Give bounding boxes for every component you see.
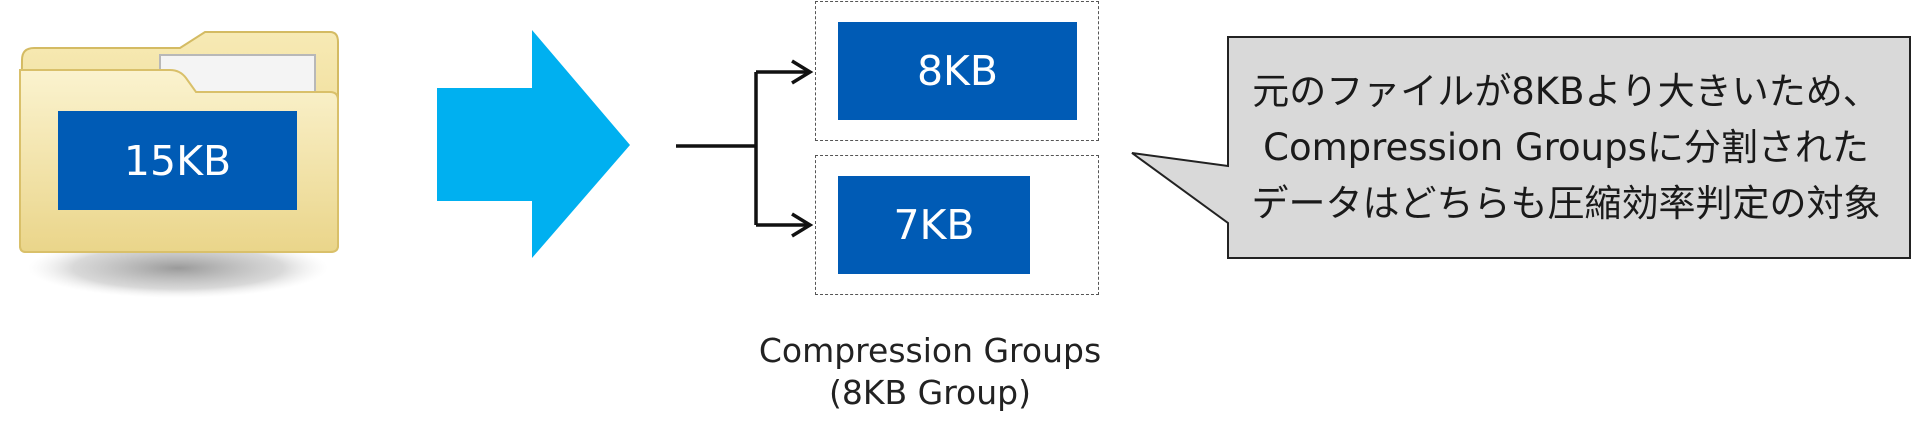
callout-line-2: Compression Groupsに分割された	[1263, 126, 1869, 169]
compression-group-box	[815, 155, 1099, 295]
chunk-7kb-box: 7KB	[838, 176, 1030, 274]
chunk-8kb-box: 8KB	[838, 22, 1077, 120]
big-arrow-icon	[437, 30, 630, 258]
caption-line-1: Compression Groups	[758, 331, 1102, 370]
callout-line-1: 元のファイルが8KBより大きいため、	[1252, 70, 1880, 113]
compression-groups-caption: Compression Groups (8KB Group)	[700, 330, 1160, 414]
folder-size-label: 15KB	[58, 111, 297, 210]
callout-line-3: データはどちらも圧縮効率判定の対象	[1251, 182, 1881, 225]
caption-line-2: (8KB Group)	[829, 373, 1031, 412]
compression-group-box	[815, 1, 1099, 141]
split-connector	[676, 59, 814, 238]
callout-bubble	[1131, 36, 1911, 259]
callout-text: 元のファイルが8KBより大きいため、 Compression Groupsに分割…	[1228, 38, 1904, 258]
